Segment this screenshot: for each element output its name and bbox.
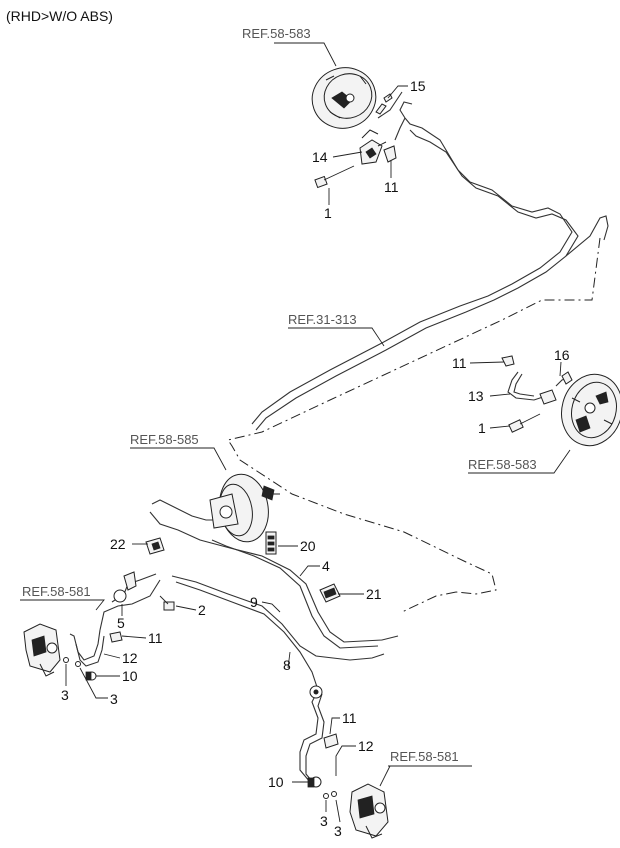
top-fitting-15 [375, 93, 393, 115]
bottom-washers-3 [323, 791, 337, 799]
right-bolt-1 [508, 413, 541, 433]
clip-22 [145, 537, 165, 555]
right-front-caliper [349, 783, 389, 839]
ref-booster: REF.58-585 [130, 432, 199, 447]
brake-pipes [69, 91, 609, 787]
bracket-5 [113, 571, 137, 603]
brake-booster [209, 473, 280, 543]
bottom-bleeder-10 [307, 776, 322, 788]
ref-left-caliper: REF.58-581 [22, 584, 91, 599]
callout-14-top: 14 [312, 149, 328, 165]
callout-21: 21 [366, 586, 382, 602]
top-bolt-1 [314, 165, 355, 189]
callout-4: 4 [322, 558, 330, 574]
callout-1-top: 1 [324, 205, 332, 221]
ref-top-drum: REF.58-583 [242, 26, 311, 41]
right-drum-backing-plate [561, 373, 620, 447]
clip-21 [319, 583, 341, 603]
callout-8: 8 [283, 657, 291, 673]
ref-right-drum: REF.58-583 [468, 457, 537, 472]
right-wheel-cylinder [539, 389, 557, 405]
callout-3-bottom-a: 3 [320, 813, 328, 829]
ref-master-line: REF.31-313 [288, 312, 357, 327]
callout-22: 22 [110, 536, 126, 552]
callout-13-right: 13 [468, 388, 484, 404]
callout-12-left: 12 [122, 650, 138, 666]
top-drum-backing-plate [311, 67, 377, 129]
left-bleeder-10 [85, 671, 97, 681]
bolt-2 [159, 595, 175, 611]
left-front-caliper [23, 623, 61, 677]
callout-9: 9 [250, 594, 258, 610]
callout-15-top: 15 [410, 78, 426, 94]
junction-tee [309, 685, 323, 699]
top-clip-11 [383, 145, 397, 163]
callout-16-right: 16 [554, 347, 570, 363]
left-clip-11 [109, 631, 123, 643]
top-wheel-cylinder-14 [359, 129, 387, 165]
right-fitting-16 [561, 371, 573, 385]
callout-11-left: 11 [148, 630, 163, 646]
ref-right-caliper: REF.58-581 [390, 749, 459, 764]
callout-11-right: 11 [452, 355, 467, 371]
leader-lines [20, 42, 571, 823]
callout-1-right: 1 [478, 420, 486, 436]
callout-3-bottom-b: 3 [334, 823, 342, 839]
right-clip-11 [501, 355, 515, 367]
callout-2: 2 [198, 602, 206, 618]
callout-10-bottom: 10 [268, 774, 284, 790]
callout-11-top: 11 [384, 179, 399, 195]
callout-12-bottom: 12 [358, 738, 374, 754]
callout-5: 5 [117, 615, 125, 631]
callout-3-left-a: 3 [61, 687, 69, 703]
callout-10-left: 10 [122, 668, 138, 684]
callout-3-left-b: 3 [110, 691, 118, 707]
callout-20: 20 [300, 538, 316, 554]
bottom-clip-11 [323, 733, 339, 749]
junction-block-20 [265, 531, 277, 555]
left-washers-3 [63, 657, 81, 667]
reference-labels: REF.58-583 REF.31-313 REF.58-583 REF.58-… [22, 26, 537, 764]
chassis-outline [227, 237, 601, 613]
part-number-labels: 15 14 11 1 11 16 13 1 22 20 4 21 9 5 2 1… [61, 78, 570, 839]
callout-11-bottom: 11 [342, 710, 357, 726]
diagram-header: (RHD>W/O ABS) [6, 8, 113, 24]
